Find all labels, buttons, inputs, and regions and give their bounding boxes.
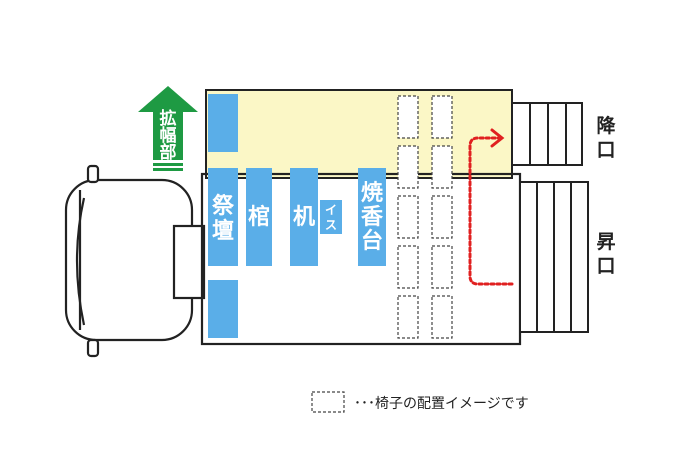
altar-bottom-block [208, 280, 238, 338]
incense-label-1: 焼 [361, 180, 383, 206]
altar-block [208, 168, 238, 266]
chair-slot [431, 195, 453, 239]
desk-block [290, 168, 318, 266]
coffin-block [246, 168, 272, 266]
legend-chair-swatch [311, 391, 345, 413]
chair-slot [431, 295, 453, 339]
entrance-label-2: 口 [596, 255, 615, 277]
chair-grid [397, 95, 453, 339]
exit-label-1: 降 [596, 114, 616, 137]
dotted-route-arrow-icon [468, 128, 514, 286]
coffin-label: 棺 [248, 204, 270, 230]
incense-label-3: 台 [361, 228, 383, 254]
chair-slot [431, 95, 453, 139]
chair-label-2: ス [325, 218, 337, 232]
chair-slot [397, 245, 419, 289]
expansion-label-1: 拡 [160, 108, 177, 129]
chair-label-1: イ [325, 203, 337, 217]
chair-slot [431, 145, 453, 189]
incense-stand-block [358, 168, 386, 266]
altar-label-2: 壇 [212, 218, 234, 244]
desk-label: 机 [293, 205, 315, 230]
expansion-label-2: 幅 [160, 125, 177, 146]
entrance-stairs [519, 181, 589, 333]
exit-stairs [511, 102, 583, 166]
expansion-area [205, 89, 513, 179]
incense-label-2: 香 [361, 205, 383, 230]
legend-text: ･･･椅子の配置イメージです [354, 396, 529, 412]
altar-top-block [208, 94, 238, 152]
up-arrow-icon [138, 86, 198, 171]
chair-slot [431, 245, 453, 289]
chair-slot [397, 295, 419, 339]
chair-slot [397, 95, 419, 139]
expansion-label-3: 部 [160, 142, 177, 163]
entrance-label-1: 昇 [596, 231, 615, 253]
truck-cab [64, 164, 206, 358]
chair-block [320, 200, 342, 234]
altar-label-1: 祭 [211, 193, 235, 219]
chair-slot [397, 145, 419, 189]
chair-slot [397, 195, 419, 239]
exit-label-2: 口 [596, 139, 615, 161]
